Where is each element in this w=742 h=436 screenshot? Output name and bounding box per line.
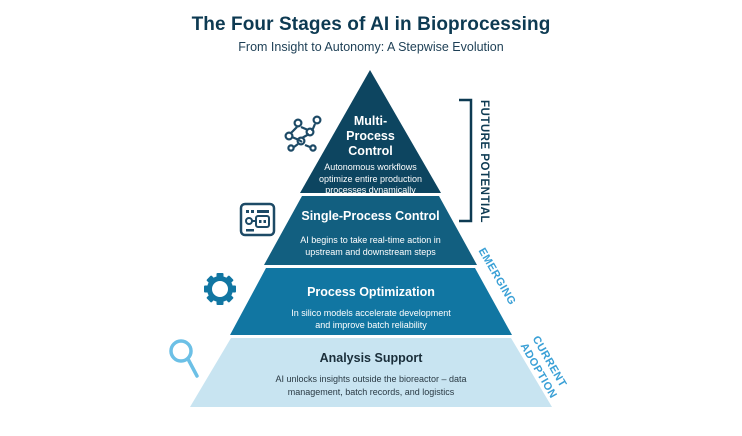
tier-3-description-line: and improve batch reliability xyxy=(315,320,427,330)
tier-1-description-line: processes dynamically xyxy=(325,185,416,195)
tier-2-heading: Single-Process Control xyxy=(301,209,440,223)
tier-1-text: Multi- Process Control Autonomous workfl… xyxy=(300,114,441,197)
network-nodes-icon xyxy=(284,115,322,152)
tier-1-heading-line: Control xyxy=(348,144,393,158)
gear-icon xyxy=(204,273,236,305)
control-panel-icon xyxy=(239,202,276,237)
tier-1-description: Autonomous workflows optimize entire pro… xyxy=(300,162,441,197)
tier-4-description-line: AI unlocks insights outside the bioreact… xyxy=(275,374,467,384)
tier-2-description-line: upstream and downstream steps xyxy=(305,247,436,257)
tier-4-description-line: management, batch records, and logistics xyxy=(287,386,455,397)
diagram-subtitle: From Insight to Autonomy: A Stepwise Evo… xyxy=(238,40,504,54)
future-potential-bracket xyxy=(459,98,473,223)
tier-1-heading-line: Process xyxy=(346,129,395,143)
tier-process-optimization xyxy=(230,268,512,335)
tier-4-heading: Analysis Support xyxy=(319,351,423,365)
tier-multi-process-control xyxy=(300,70,441,193)
tier-1-description-line: Autonomous workflows xyxy=(324,162,417,172)
future-potential-label: FUTURE POTENTIAL xyxy=(478,100,490,223)
tier-1-heading: Multi- Process Control xyxy=(300,114,441,159)
tier-3-description-line: In silico models accelerate development xyxy=(291,308,451,318)
magnifier-icon xyxy=(169,339,199,378)
tier-single-process-control xyxy=(264,196,477,265)
tier-2-description-line: AI begins to take real-time action in xyxy=(300,235,441,245)
tier-1-heading-line: Multi- xyxy=(353,114,388,128)
tier-analysis-support xyxy=(190,338,552,407)
tier-4-text: Analysis Support AI unlocks insights out… xyxy=(190,351,552,398)
tier-3-heading: Process Optimization xyxy=(307,285,435,299)
tier-3-text: Process Optimization In silico models ac… xyxy=(230,285,512,331)
diagram-title: The Four Stages of AI in Bioprocessing xyxy=(191,14,551,35)
tier-4-description: AI unlocks insights outside the bioreact… xyxy=(190,373,552,398)
tier-2-text: Single-Process Control AI begins to take… xyxy=(264,209,477,258)
tier-3-description: In silico models accelerate development … xyxy=(230,307,512,331)
tier-2-description: AI begins to take real-time action in up… xyxy=(264,234,477,258)
tier-1-description-line: optimize entire production xyxy=(318,173,423,184)
